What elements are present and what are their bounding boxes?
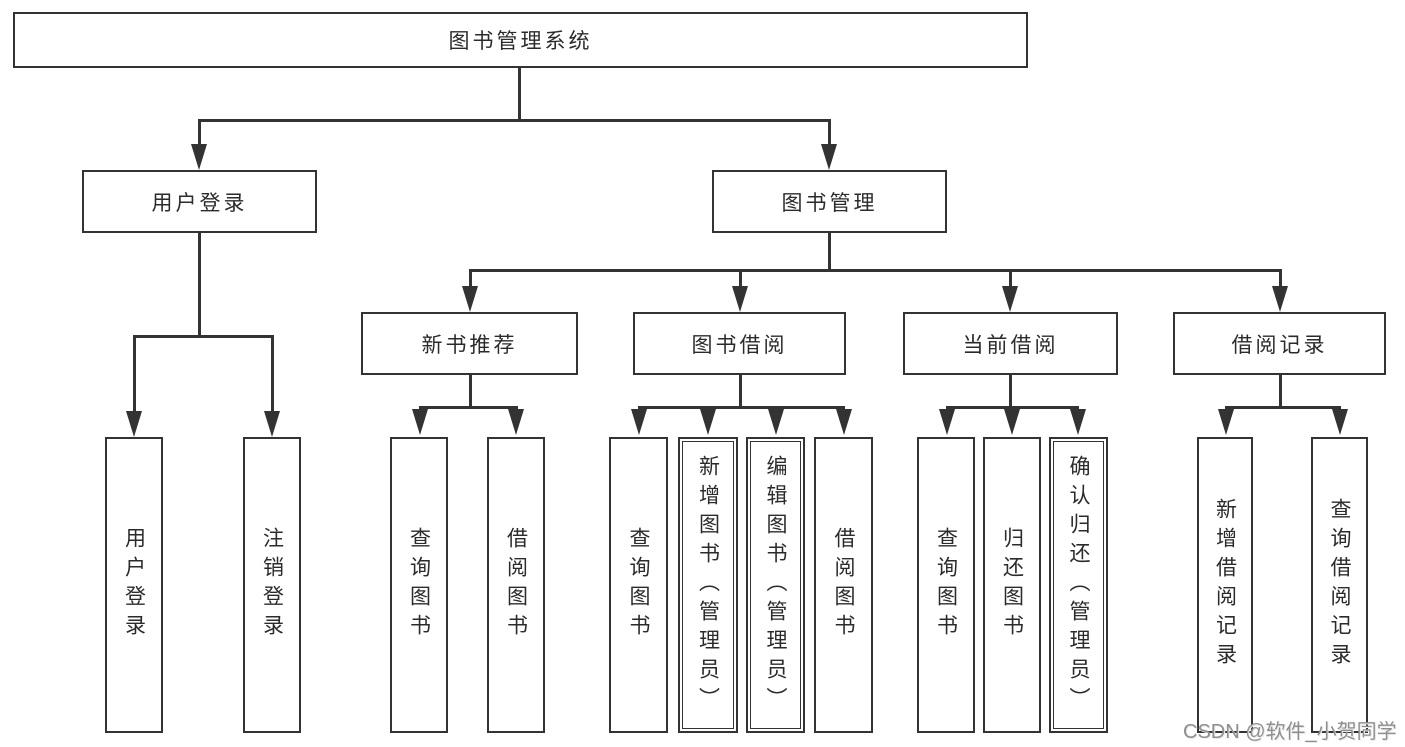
arrowhead-icon xyxy=(1332,409,1348,435)
node-label: 借阅图书 xyxy=(504,527,528,643)
node-query-borrow-record: 查询借阅记录 xyxy=(1311,437,1368,733)
arrowhead-icon xyxy=(191,144,207,170)
arrowhead-icon xyxy=(700,409,716,435)
node-label: 新增图书（管理员） xyxy=(696,454,720,716)
node-label: 新增借阅记录 xyxy=(1213,498,1237,672)
node-label: 归还图书 xyxy=(1000,527,1024,643)
node-label: 确认归还（管理员） xyxy=(1067,454,1090,716)
connector xyxy=(198,233,201,336)
node-label: 图书管理系统 xyxy=(448,30,593,53)
connector xyxy=(1279,269,1282,288)
node-label: 用户登录 xyxy=(122,527,146,643)
connector xyxy=(469,269,1282,272)
node-label: 查询图书 xyxy=(407,527,431,643)
node-logout-leaf: 注销登录 xyxy=(243,437,301,733)
node-label: 图书管理 xyxy=(781,191,878,215)
node-current-borrowing: 当前借阅 xyxy=(903,312,1118,375)
node-query-books-current: 查询图书 xyxy=(917,437,975,733)
arrowhead-icon xyxy=(768,409,784,435)
connector xyxy=(1225,406,1341,409)
node-label: 注销登录 xyxy=(260,527,284,643)
arrowhead-icon xyxy=(732,286,748,312)
connector xyxy=(469,269,472,288)
node-return-books: 归还图书 xyxy=(983,437,1041,733)
connector xyxy=(469,375,472,408)
node-label: 借阅记录 xyxy=(1231,333,1328,357)
node-label: 查询图书 xyxy=(627,527,650,643)
connector xyxy=(271,335,274,411)
connector xyxy=(133,335,136,411)
connector xyxy=(419,406,518,409)
connector xyxy=(828,119,831,146)
node-library-management-system: 图书管理系统 xyxy=(13,12,1028,68)
arrowhead-icon xyxy=(412,409,428,435)
node-query-books-recommend: 查询图书 xyxy=(390,437,448,733)
arrowhead-icon xyxy=(1002,286,1018,312)
connector xyxy=(1009,269,1012,288)
node-label: 图书借阅 xyxy=(691,333,788,357)
node-edit-book-admin: 编辑图书（管理员） xyxy=(746,437,805,733)
node-label: 新书推荐 xyxy=(421,333,518,357)
node-borrow-books-recommend: 借阅图书 xyxy=(487,437,545,733)
node-add-book-admin: 新增图书（管理员） xyxy=(678,437,738,733)
node-borrow-books-borrowing: 借阅图书 xyxy=(814,437,873,733)
arrowhead-icon xyxy=(1004,409,1020,435)
arrowhead-icon xyxy=(939,409,955,435)
connector xyxy=(828,233,831,270)
arrowhead-icon xyxy=(462,286,478,312)
connector xyxy=(638,406,845,409)
arrowhead-icon xyxy=(1070,409,1086,435)
node-book-borrowing: 图书借阅 xyxy=(633,312,846,375)
node-add-borrow-record: 新增借阅记录 xyxy=(1197,437,1253,733)
arrowhead-icon xyxy=(1218,409,1234,435)
node-user-login-leaf: 用户登录 xyxy=(105,437,163,733)
node-confirm-return-admin: 确认归还（管理员） xyxy=(1049,437,1108,733)
node-label: 查询借阅记录 xyxy=(1328,498,1351,672)
node-query-books-borrowing: 查询图书 xyxy=(609,437,668,733)
arrowhead-icon xyxy=(508,409,524,435)
node-label: 当前借阅 xyxy=(962,333,1059,357)
node-user-login: 用户登录 xyxy=(82,170,317,233)
connector xyxy=(198,119,831,122)
arrowhead-icon xyxy=(836,409,852,435)
connector xyxy=(518,68,521,120)
node-label: 借阅图书 xyxy=(832,527,855,643)
connector xyxy=(1279,375,1282,408)
node-borrowing-records: 借阅记录 xyxy=(1173,312,1386,375)
csdn-watermark: CSDN @软件_小贺同学 xyxy=(1183,721,1397,743)
node-label: 用户登录 xyxy=(151,191,248,215)
node-label: 编辑图书（管理员） xyxy=(764,454,787,716)
connector xyxy=(133,335,274,338)
node-new-book-recommendation: 新书推荐 xyxy=(361,312,578,375)
arrowhead-icon xyxy=(1272,286,1288,312)
connector xyxy=(946,406,1079,409)
node-label: 查询图书 xyxy=(934,527,958,643)
connector xyxy=(1009,375,1012,408)
arrowhead-icon xyxy=(264,411,280,437)
node-book-management: 图书管理 xyxy=(712,170,947,233)
arrowhead-icon xyxy=(631,409,647,435)
connector xyxy=(739,375,742,408)
connector xyxy=(198,119,201,146)
connector xyxy=(739,269,742,288)
arrowhead-icon xyxy=(126,411,142,437)
arrowhead-icon xyxy=(821,144,837,170)
